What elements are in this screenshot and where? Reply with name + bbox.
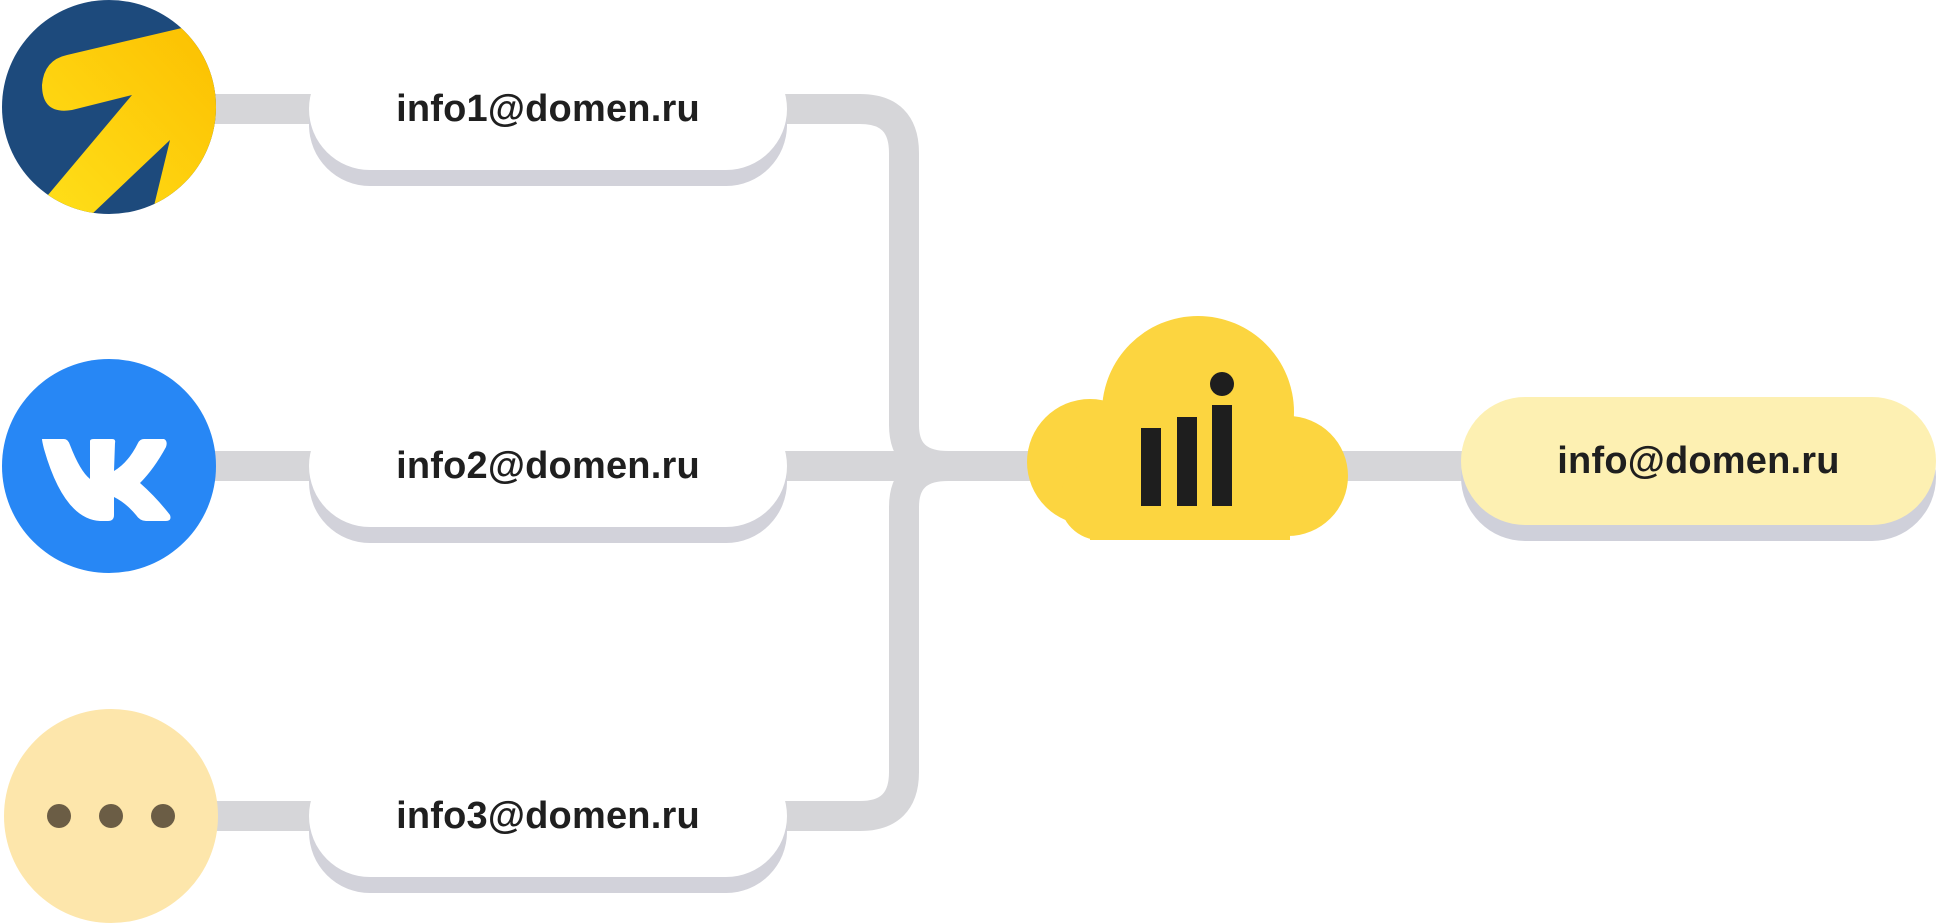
analytics-cloud-icon: [1027, 316, 1348, 540]
source-email-pill-3: info3@domen.ru: [309, 755, 787, 877]
output-email-pill: info@domen.ru: [1461, 397, 1936, 525]
yandex-arrow-icon: [2, 0, 216, 214]
more-dots-icon: [4, 709, 218, 923]
source-email-pill-2: info2@domen.ru: [309, 405, 787, 527]
connector-pill-1-to-hub: [780, 94, 949, 481]
connector-pill-3-to-hub: [780, 451, 949, 831]
source-email-pill-1: info1@domen.ru: [309, 48, 787, 170]
vk-logo-icon: [2, 359, 216, 573]
